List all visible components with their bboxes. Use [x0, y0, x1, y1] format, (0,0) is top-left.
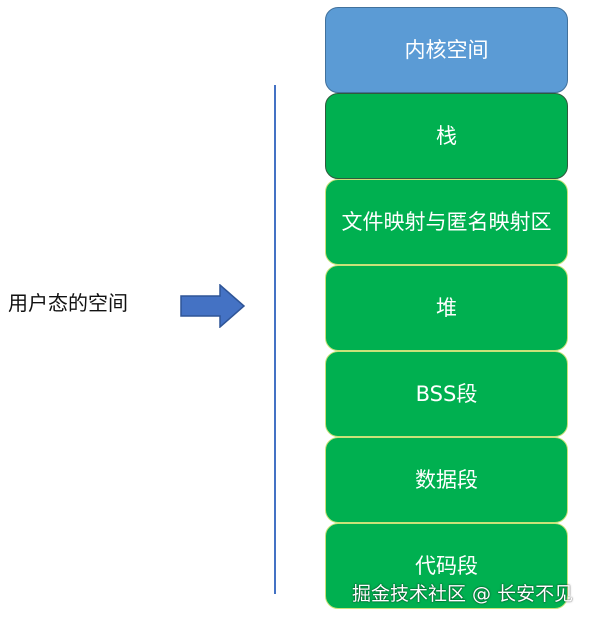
user-space-bracket-line: [274, 85, 276, 594]
bss-segment-block: BSS段: [325, 351, 568, 437]
stack-segment-label: 栈: [436, 123, 457, 148]
kernel-space-block: 内核空间: [325, 7, 568, 93]
stack-segment-block: 栈: [325, 93, 568, 179]
data-segment-label: 数据段: [415, 467, 478, 492]
heap-segment-label: 堆: [436, 295, 457, 320]
code-segment-label: 代码段: [415, 553, 478, 578]
mmap-segment-label: 文件映射与匿名映射区: [341, 209, 552, 234]
heap-segment-block: 堆: [325, 265, 568, 351]
bss-segment-label: BSS段: [415, 381, 478, 406]
kernel-space-label: 内核空间: [404, 37, 489, 62]
mmap-segment-block: 文件映射与匿名映射区: [325, 179, 568, 265]
code-segment-block: 代码段: [325, 523, 568, 609]
user-space-label: 用户态的空间: [8, 291, 128, 315]
watermark: 掘金技术社区 @ 长安不见: [352, 583, 574, 605]
right-arrow-icon: [180, 284, 246, 328]
data-segment-block: 数据段: [325, 437, 568, 523]
